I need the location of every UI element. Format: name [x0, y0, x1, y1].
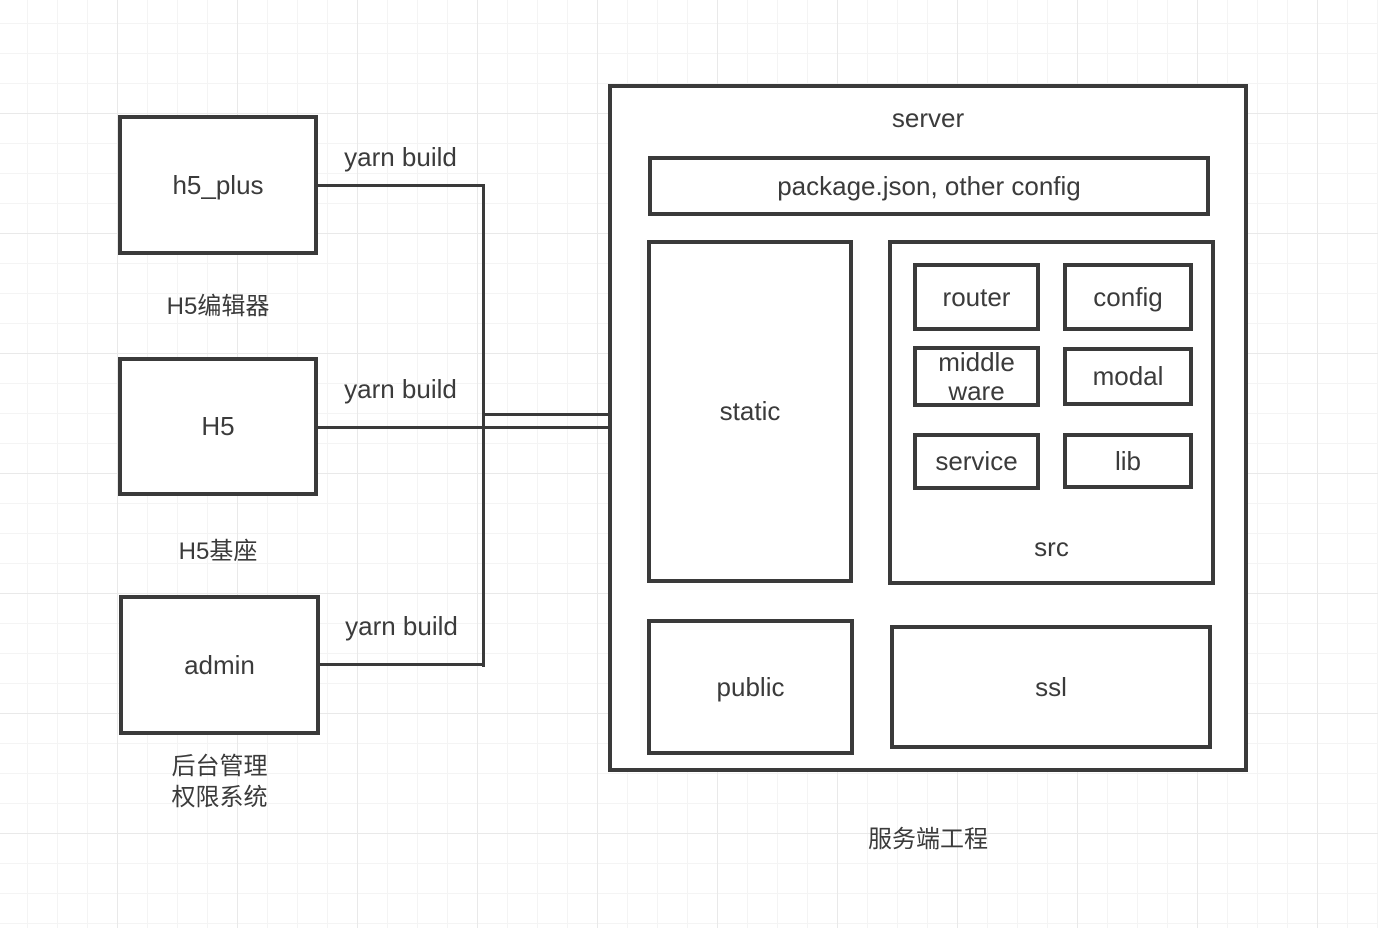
node-admin: admin — [119, 595, 320, 735]
connector-h5-to-static — [318, 426, 628, 429]
node-lib: lib — [1063, 433, 1193, 489]
node-ssl: ssl — [890, 625, 1212, 749]
node-lib-label: lib — [1114, 445, 1141, 476]
node-router-label: router — [942, 281, 1011, 312]
group-server: server package.json, other config static… — [608, 84, 1248, 772]
node-h5: H5 — [118, 357, 318, 496]
node-package-config: package.json, other config — [648, 156, 1210, 216]
node-service: service — [913, 433, 1040, 490]
edge-label-yarn-build-h5plus: yarn build — [344, 142, 457, 172]
caption-server-project: 服务端工程 — [868, 826, 988, 853]
caption-h5-editor: H5编辑器 — [166, 293, 270, 320]
connector-admin-out — [320, 663, 483, 666]
node-static-label: static — [719, 396, 781, 427]
group-server-title: server — [891, 103, 965, 133]
node-middleware-label: middle ware — [938, 347, 1015, 406]
caption-h5-base: H5基座 — [178, 538, 258, 565]
caption-admin-line1: 后台管理 — [171, 753, 268, 780]
caption-admin-system: 后台管理 权限系统 — [119, 751, 320, 813]
node-ssl-label: ssl — [1035, 671, 1067, 702]
connector-h5plus-out — [318, 184, 483, 187]
node-h5-label: H5 — [201, 411, 235, 442]
node-static: static — [647, 240, 853, 583]
edge-label-yarn-build-admin: yarn build — [345, 611, 458, 641]
node-modal: modal — [1063, 347, 1193, 406]
node-config: config — [1063, 263, 1193, 331]
caption-admin-line2: 权限系统 — [171, 784, 268, 811]
node-h5-plus: h5_plus — [118, 115, 318, 255]
node-middleware: middle ware — [913, 346, 1040, 407]
group-src-label: src — [1034, 532, 1069, 562]
node-h5-plus-label: h5_plus — [172, 169, 264, 200]
node-service-label: service — [935, 446, 1018, 477]
connector-merge-vertical — [482, 184, 485, 667]
node-public-label: public — [716, 671, 785, 702]
node-router: router — [913, 263, 1040, 331]
node-package-config-label: package.json, other config — [777, 170, 1081, 201]
group-src: router config middle ware modal service … — [888, 240, 1215, 585]
connector-merge-to-static — [483, 413, 628, 416]
node-modal-label: modal — [1092, 361, 1164, 392]
node-admin-label: admin — [184, 649, 255, 680]
edge-label-yarn-build-h5: yarn build — [344, 374, 457, 404]
node-config-label: config — [1093, 281, 1163, 312]
node-public: public — [647, 619, 854, 755]
